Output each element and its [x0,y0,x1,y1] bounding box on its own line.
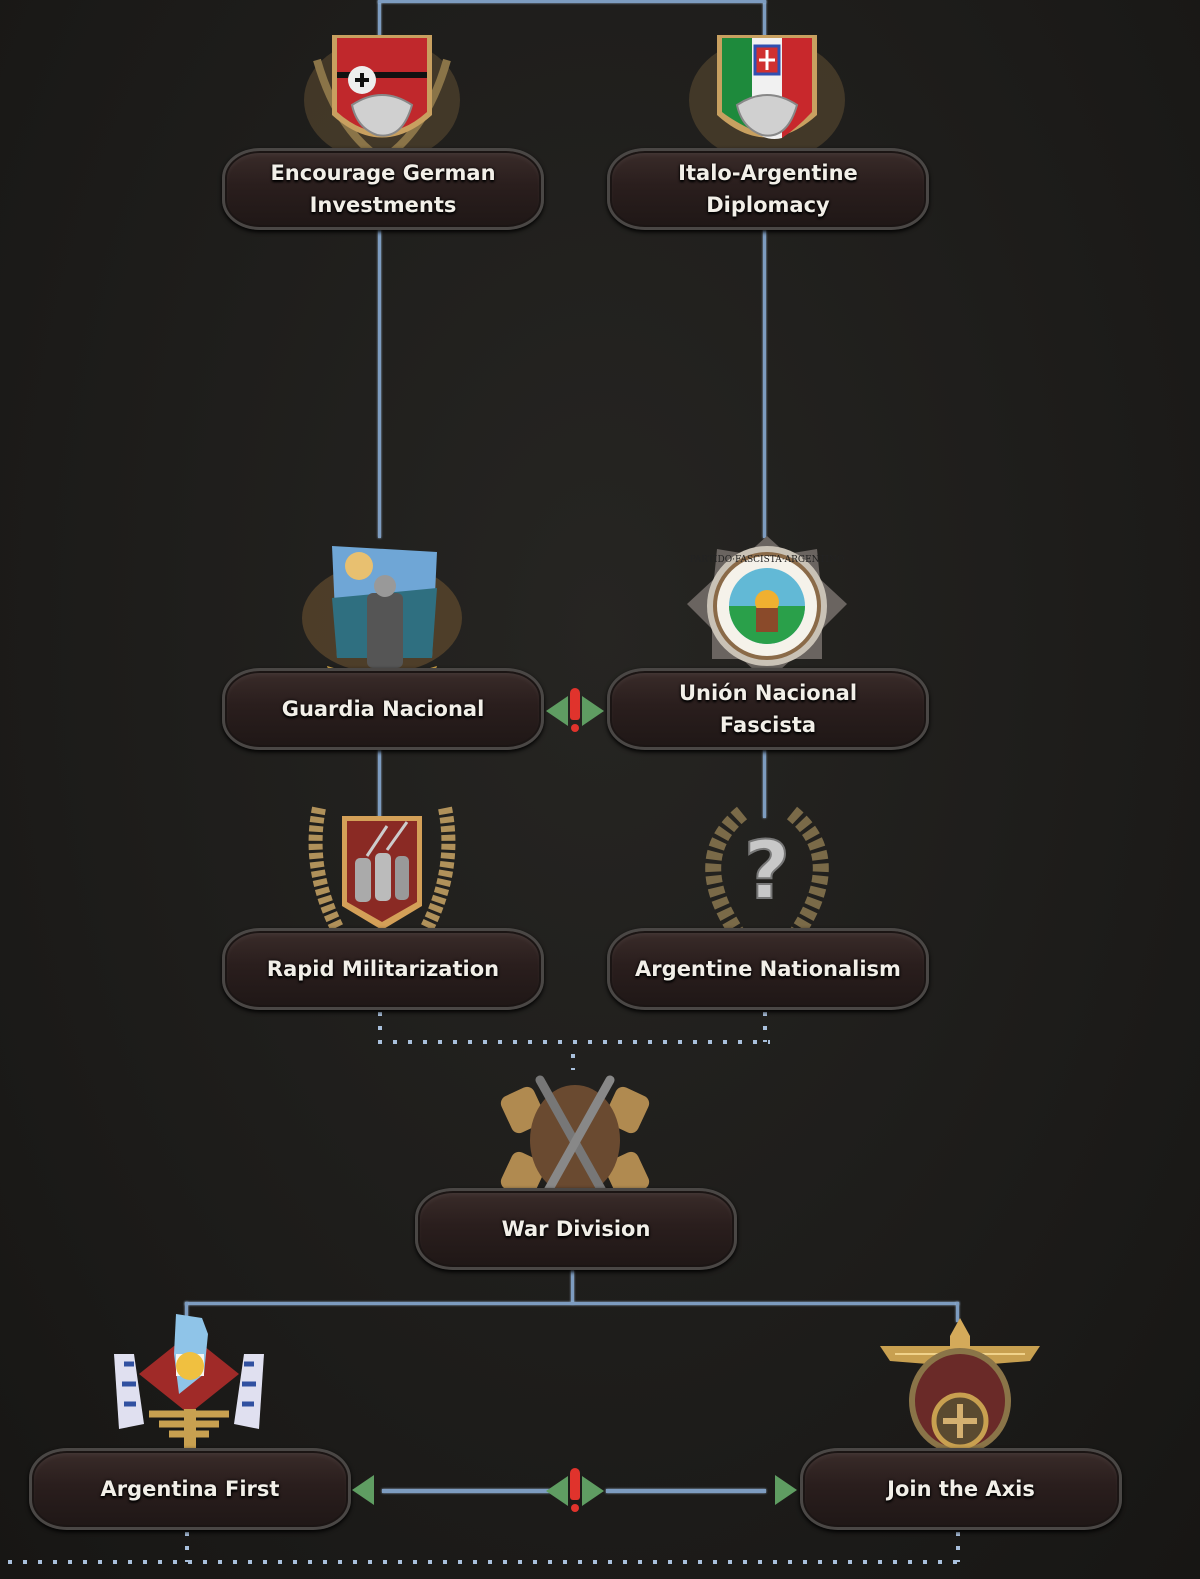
focus-plate: Guardia Nacional [222,668,544,750]
dotted-connector [571,1054,575,1070]
left-arrow-icon [546,696,568,726]
axis-eagle-icon [880,1318,1040,1454]
focus-plate: Rapid Militarization [222,928,544,1010]
mutex-connector-line [382,1489,550,1493]
crossed-bayonets-icon [500,1075,650,1210]
question-mark-icon: ? [705,806,829,938]
dotted-connector [378,1012,382,1042]
focus-label: Argentina First [100,1477,280,1501]
focus-label: Argentine Nationalism [635,957,901,981]
focus-plate: War Division [415,1188,737,1270]
argentina-crest-icon [114,1314,264,1449]
right-arrow-icon [582,696,604,726]
connector-line [763,748,766,818]
focus-label: Guardia Nacional [281,697,485,721]
partido-fascista-badge-icon: PARTIDO·FASCISTA·ARGENTINO [687,536,847,682]
focus-war-division[interactable]: War Division [415,1040,737,1270]
italian-handshake-icon [689,35,845,162]
left-arrow-icon [546,1476,568,1506]
german-handshake-icon [304,35,460,165]
connector-line [763,228,766,538]
dotted-connector [956,1532,960,1562]
connector-line [956,1302,959,1322]
mutually-exclusive-icon[interactable] [544,1466,606,1516]
connector-line [378,0,766,3]
focus-label: Unión Nacional Fascista [678,681,858,737]
focus-plate: Argentine Nationalism [607,928,929,1010]
saluting-officer-icon [302,546,462,687]
focus-union-nacional-fascista[interactable]: PARTIDO·FASCISTA·ARGENTINO Unión Naciona… [607,520,929,750]
connector-line [763,0,766,40]
badge-text: PARTIDO·FASCISTA·ARGENTINO [690,555,845,565]
focus-plate: Unión Nacional Fascista [607,668,929,750]
focus-rapid-militarization[interactable]: Rapid Militarization [222,780,544,1010]
focus-argentine-nationalism[interactable]: ? Argentine Nationalism [607,780,929,1010]
dotted-connector [763,1012,767,1042]
exclamation-icon [570,688,580,734]
left-arrow-icon [352,1475,374,1505]
dotted-connector [8,1560,963,1564]
focus-join-the-axis[interactable]: Join the Axis [800,1300,1122,1530]
connector-line [378,0,381,40]
connector-line [185,1302,959,1305]
mutually-exclusive-icon[interactable] [544,686,606,736]
connector-line [378,228,381,538]
connector-line [185,1302,188,1322]
dotted-connector [378,1040,770,1044]
focus-argentina-first[interactable]: Argentina First [29,1300,351,1530]
focus-plate: Argentina First [29,1448,351,1530]
dotted-connector [185,1532,189,1562]
focus-label: War Division [501,1217,651,1241]
connector-line [571,1270,574,1304]
right-arrow-icon [775,1475,797,1505]
mutex-connector-line [606,1489,766,1493]
svg-text:?: ? [744,824,790,917]
focus-label: Join the Axis [887,1477,1035,1501]
focus-label: Rapid Militarization [266,957,500,981]
focus-guardia-nacional[interactable]: Guardia Nacional [222,520,544,750]
right-arrow-icon [582,1476,604,1506]
marching-soldiers-icon [308,806,456,932]
focus-plate: Join the Axis [800,1448,1122,1530]
exclamation-icon [570,1468,580,1514]
connector-line [378,748,381,818]
